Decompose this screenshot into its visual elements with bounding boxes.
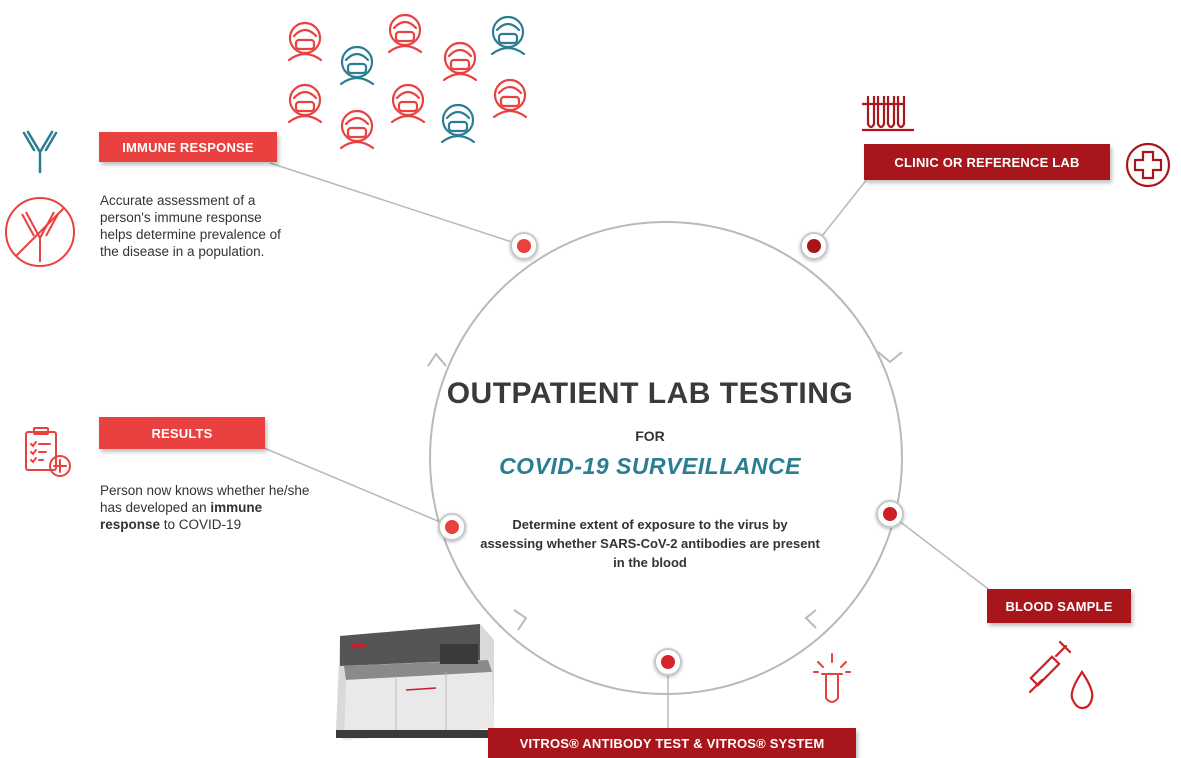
- clinic-label: CLINIC OR REFERENCE LAB: [864, 144, 1110, 180]
- diagram-connector: FOR: [635, 428, 665, 444]
- test-tubes-icon: [862, 96, 914, 132]
- immune-response-text: Accurate assessment of a person's immune…: [100, 193, 281, 259]
- cycle-circle: [429, 221, 903, 695]
- diagram-subtitle: COVID-19 SURVEILLANCE: [499, 453, 801, 479]
- arrow-left-upper: [427, 352, 447, 367]
- results-text-prefix: Person now knows whether he/she has deve…: [100, 483, 310, 515]
- cycle-arrows: [427, 351, 903, 631]
- arrow-bottom-right: [804, 609, 817, 629]
- blood-sample-label: BLOOD SAMPLE: [987, 589, 1131, 623]
- results-text-suffix: to COVID-19: [163, 517, 242, 532]
- results-label: RESULTS: [99, 417, 265, 449]
- analyzer-machine-image: [336, 624, 496, 740]
- blood-drop-icon: [1070, 670, 1094, 710]
- immune-response-label: IMMUNE RESPONSE: [99, 132, 277, 162]
- node-vitros: [654, 648, 682, 676]
- diagram-title: OUTPATIENT LAB TESTING: [446, 377, 854, 410]
- test-tube-alert-icon: [813, 653, 851, 703]
- connector-immune: [269, 162, 525, 247]
- clipboard-icon: [25, 427, 71, 477]
- node-blood: [876, 500, 904, 528]
- medical-cross-icon: [1125, 142, 1171, 188]
- vitros-label: VITROS® ANTIBODY TEST & VITROS® SYSTEM: [488, 728, 856, 758]
- people-masks-icon: [287, 13, 528, 150]
- node-immune: [510, 232, 538, 260]
- connector-blood: [889, 513, 1001, 599]
- connector-clinic: [813, 177, 869, 247]
- node-results: [438, 513, 466, 541]
- results-text: Person now knows whether he/she has deve…: [100, 482, 325, 533]
- syringe-icon: [1028, 640, 1072, 694]
- connector-results: [263, 447, 453, 528]
- arrow-right-upper: [877, 351, 903, 364]
- arrow-bottom-left: [513, 609, 528, 631]
- node-clinic: [800, 232, 828, 260]
- no-antibody-icon: [5, 197, 75, 267]
- results-text-bold: immune response: [100, 500, 263, 532]
- diagram-description: Determine extent of exposure to the viru…: [480, 517, 820, 570]
- antibody-icon: [22, 130, 58, 174]
